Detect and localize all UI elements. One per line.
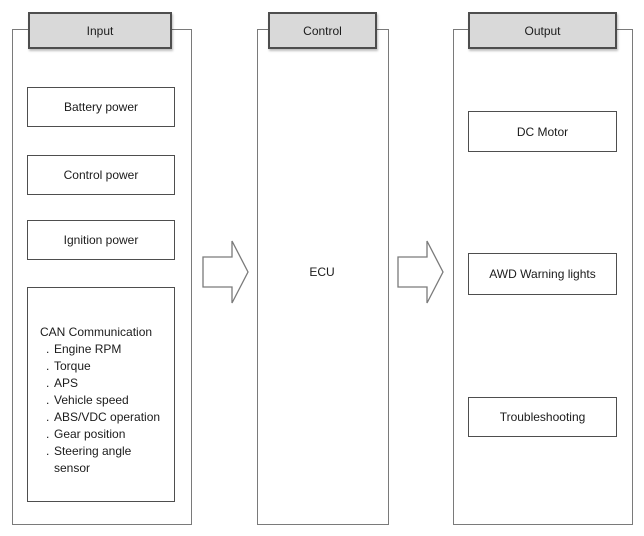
list-bullet: . [46, 376, 50, 390]
list-bullet: . [46, 410, 50, 424]
box-ignition-power: Ignition power [27, 220, 175, 260]
can-communication-title: CAN Communication [40, 325, 153, 339]
output-header-label: Output [524, 23, 561, 38]
can-item-torque: . Torque [40, 358, 170, 375]
ecu-label: ECU [257, 262, 387, 282]
box-awd-warning-lights: AWD Warning lights [468, 253, 617, 295]
list-bullet: . [46, 393, 50, 407]
box-battery-power-label: Battery power [63, 100, 139, 114]
box-control-power: Control power [27, 155, 175, 195]
control-header-label: Control [303, 23, 342, 38]
can-item-label: ABS/VDC operation [54, 410, 161, 424]
can-item-label: Steering angle sensor [53, 444, 132, 475]
box-battery-power: Battery power [27, 87, 175, 127]
can-item-label: APS [54, 376, 79, 390]
box-dc-motor: DC Motor [468, 111, 617, 152]
box-control-power-label: Control power [63, 168, 139, 182]
can-item-engine-rpm: . Engine RPM [40, 341, 170, 358]
box-troubleshooting-label: Troubleshooting [499, 410, 586, 424]
can-item-label: Gear position [54, 427, 126, 441]
list-bullet: . [46, 427, 50, 441]
box-ignition-power-label: Ignition power [63, 233, 139, 247]
input-header-label: Input [86, 23, 114, 38]
box-troubleshooting: Troubleshooting [468, 397, 617, 437]
ecu-text: ECU [309, 265, 335, 279]
can-item-aps: . APS [40, 375, 170, 392]
list-bullet: . [46, 342, 50, 356]
list-bullet: . [46, 444, 50, 458]
can-item-label: Engine RPM [54, 342, 122, 356]
right-arrow-icon [202, 240, 249, 304]
list-bullet: . [46, 359, 50, 373]
box-awd-warning-lights-label: AWD Warning lights [489, 267, 596, 281]
output-header: Output [468, 12, 617, 49]
input-header: Input [28, 12, 172, 49]
can-item-gear-position: . Gear position [40, 426, 170, 443]
can-item-abs-vdc-operation: . ABS/VDC operation [40, 409, 170, 426]
box-can-communication: CAN Communication . Engine RPM . Torque … [27, 287, 175, 502]
can-item-vehicle-speed: . Vehicle speed [40, 392, 170, 409]
control-header: Control [268, 12, 377, 49]
can-item-label: Torque [54, 359, 91, 373]
can-item-steering-angle-sensor: . Steering angle sensor [40, 443, 170, 477]
right-arrow-icon [397, 240, 444, 304]
can-item-label: Vehicle speed [54, 393, 129, 407]
box-dc-motor-label: DC Motor [516, 124, 569, 139]
